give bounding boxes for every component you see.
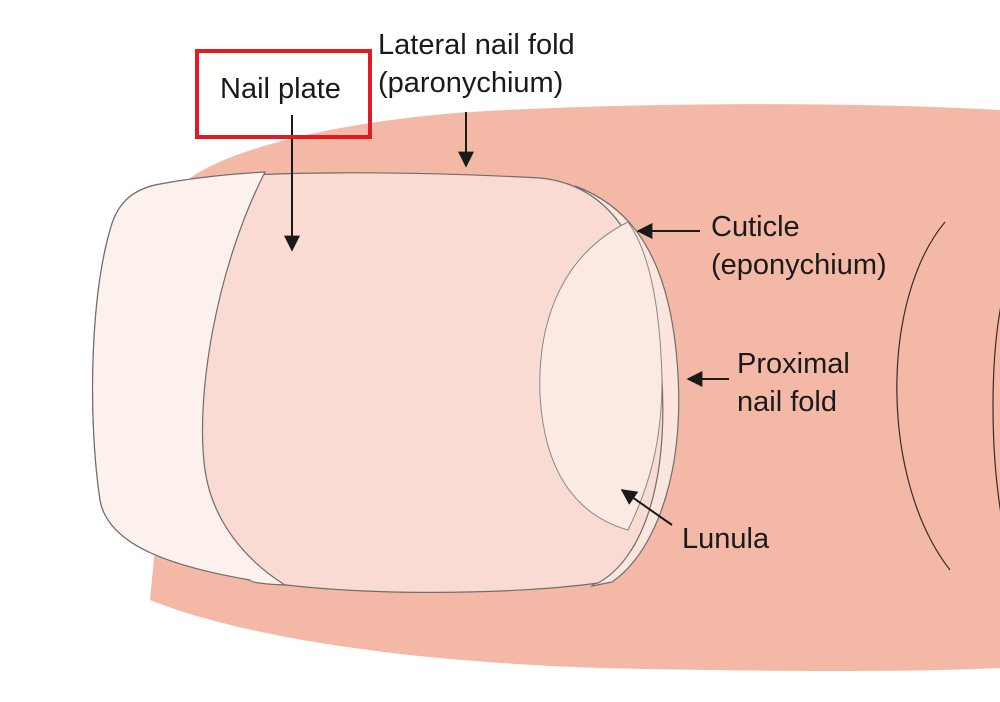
proximal-nail-fold-label: Proximal nail fold <box>737 345 850 421</box>
proximal-nail-fold-label-line2: nail fold <box>737 386 837 418</box>
cuticle-label: Cuticle (eponychium) <box>711 208 887 284</box>
cuticle-label-line1: Cuticle <box>711 211 800 243</box>
lunula-label: Lunula <box>682 520 769 558</box>
knuckle-crease <box>896 221 951 571</box>
lateral-nail-fold-label-line2: (paronychium) <box>378 67 564 99</box>
lunula-pointer <box>620 489 673 526</box>
nail-plate-label-text: Nail plate <box>220 73 341 105</box>
lateral-nail-fold-label-line1: Lateral nail fold <box>378 29 575 61</box>
nail-plate-highlight-box <box>195 49 372 139</box>
lunula-shape <box>539 221 663 531</box>
free-edge <box>91 171 288 586</box>
nail-plate-label: Nail plate <box>220 70 341 108</box>
knuckle-crease <box>992 307 1000 512</box>
lunula-label-text: Lunula <box>682 523 770 555</box>
cuticle-label-line2: (eponychium) <box>711 249 887 281</box>
proximal-nail-fold-label-line1: Proximal <box>737 348 850 380</box>
lateral-nail-fold-label: Lateral nail fold (paronychium) <box>378 26 575 102</box>
